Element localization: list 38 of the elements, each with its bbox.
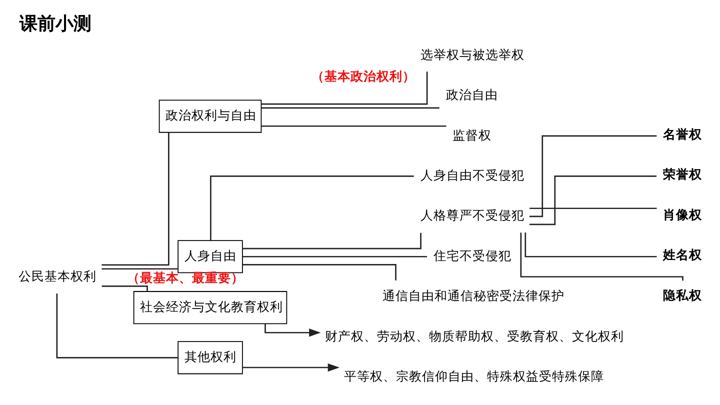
connector [261, 124, 446, 126]
connector [102, 284, 148, 291]
node-text: 隐私权 [663, 286, 702, 302]
connector [56, 292, 178, 358]
node-text: 住宅不受侵犯 [433, 247, 512, 262]
connector [210, 175, 414, 240]
connector [524, 232, 657, 257]
node-text: 人格尊严不受侵犯 [420, 207, 524, 222]
connector [261, 71, 428, 104]
connector [242, 264, 396, 280]
node-box: 其他权利 [178, 340, 243, 374]
arrow [242, 362, 340, 372]
node-text: 名誉权 [663, 126, 702, 141]
node-text: 肖像权 [663, 206, 702, 222]
connector [261, 106, 440, 108]
connector [530, 175, 656, 225]
node-text: 平等权、宗教信仰自由、特殊权益受特殊保障 [344, 368, 604, 384]
connector [530, 207, 657, 209]
node-text: 通信自由和通信秘密受法律保护 [382, 288, 564, 303]
node-text: 财产权、劳动权、物质帮助权、受教育权、文化权利 [325, 328, 624, 343]
connector [102, 268, 178, 270]
node-text: 监督权 [452, 126, 492, 142]
diagram-title: 课前小测 [19, 13, 92, 34]
connector [529, 134, 657, 217]
connector [242, 255, 428, 257]
node-text: 公民基本权利 [18, 268, 96, 284]
node-text: 姓名权 [663, 246, 702, 262]
node-box: 政治权利与自由 [158, 99, 262, 132]
connector [520, 232, 684, 280]
arrow [264, 323, 321, 336]
node-label: （基本政治权利） [311, 68, 416, 84]
node-text: 人身自由不受侵犯 [420, 166, 524, 182]
node-box: 社会经济与文化教育权利 [133, 290, 288, 324]
connector [102, 132, 170, 266]
connector [242, 232, 422, 249]
node-text: 政治自由 [446, 86, 498, 102]
node-text: 荣誉权 [663, 166, 702, 182]
node-text: 选举权与被选举权 [420, 46, 524, 62]
